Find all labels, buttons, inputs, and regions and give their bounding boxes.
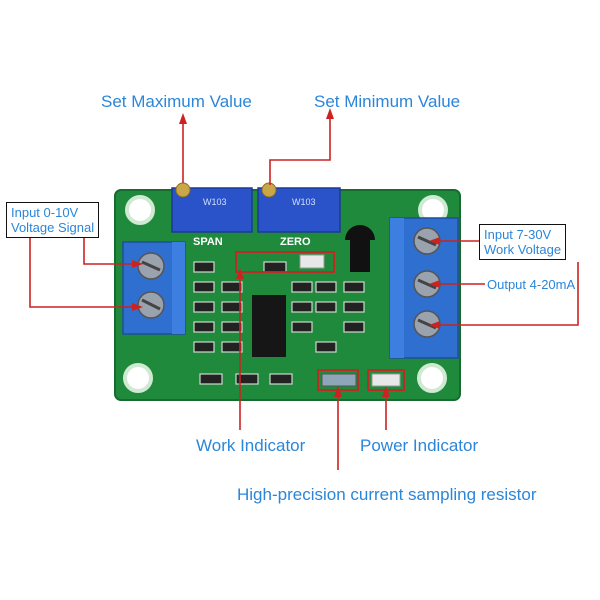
mounting-holes: [123, 195, 448, 393]
pointer-lines: [29, 108, 579, 470]
work-indicator-label: Work Indicator: [196, 436, 306, 455]
input-signal-line2: Voltage Signal: [11, 220, 95, 235]
sampling-resistor-label: High-precision current sampling resistor: [237, 485, 537, 504]
smd-components: [193, 261, 365, 385]
set-minimum-value-label: Set Minimum Value: [314, 92, 461, 111]
pot-right-code: W103: [292, 197, 316, 207]
transistor: [345, 225, 375, 272]
input-power-line1: Input 7-30V: [484, 227, 552, 242]
input-power-line2: Work Voltage: [484, 242, 562, 257]
output-terminal-block: [389, 217, 459, 359]
input-signal-label: Input 0-10V Voltage Signal: [6, 202, 100, 238]
ic-chip: [252, 295, 286, 357]
span-potentiometer: W103: [171, 182, 253, 233]
output-label: Output 4-20mA: [487, 277, 576, 292]
sampling-resistor: [321, 373, 357, 387]
input-terminal-block: [122, 241, 186, 335]
work-indicator-led: [299, 254, 325, 269]
zero-potentiometer: W103: [257, 182, 341, 233]
power-indicator-label: Power Indicator: [360, 436, 479, 455]
input-power-label: Input 7-30V Work Voltage: [479, 224, 567, 260]
power-indicator-led: [371, 373, 401, 387]
input-signal-line1: Input 0-10V: [11, 205, 79, 220]
set-maximum-value-label: Set Maximum Value: [101, 92, 252, 111]
pot-left-code: W103: [203, 197, 227, 207]
zero-silkscreen: ZERO: [280, 236, 311, 248]
span-silkscreen: SPAN: [193, 236, 223, 248]
